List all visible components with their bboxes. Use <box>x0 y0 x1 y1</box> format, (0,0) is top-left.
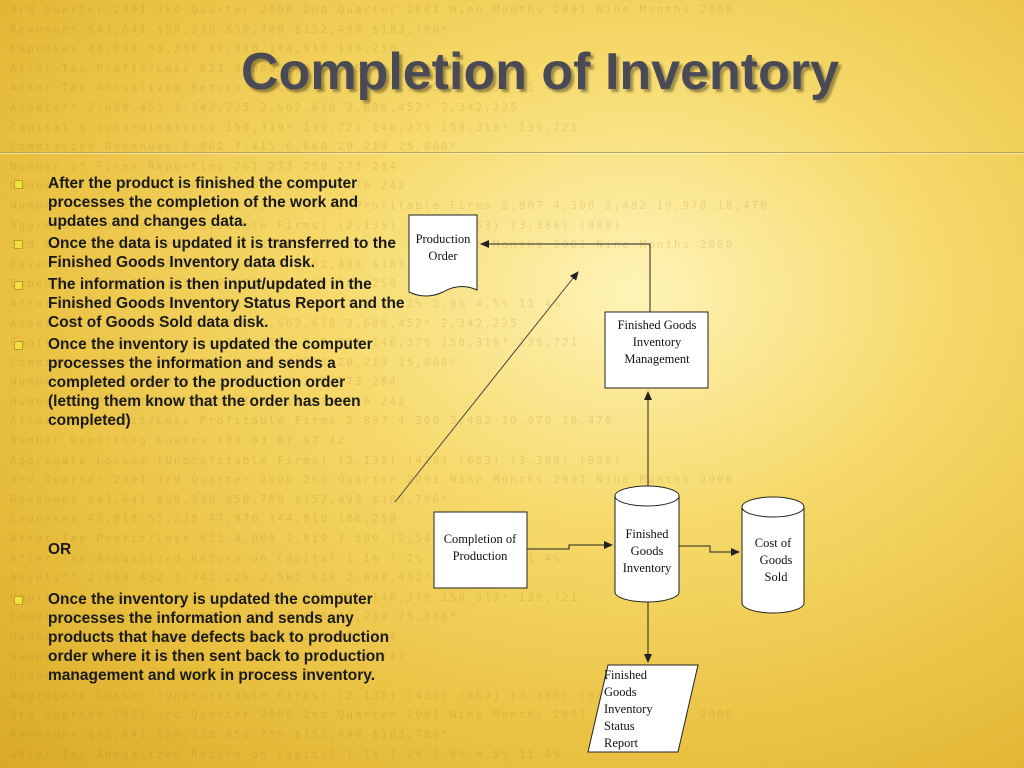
bullet-text: Once the data is updated it is transferr… <box>48 235 396 271</box>
background-text-line: Assets** 2,680,452 2,342,225 2,562,618 2… <box>10 316 519 330</box>
background-text-line: After-Tax Annualized Return on Capital 1… <box>10 747 562 761</box>
fgi-management-label-2: Inventory <box>633 335 682 349</box>
background-text-line: Revenues $43,641 $59,338 $50,789 $152,49… <box>10 22 450 36</box>
background-text-line: After-Tax Annualized Return on Capital 1… <box>10 551 562 565</box>
background-text-line: Number of Firms Reporting 261 273 258 27… <box>10 375 399 389</box>
fgi-disk-node: Finished Goods Inventory <box>614 485 680 603</box>
fgi-status-report-label-1: Finished <box>604 668 648 682</box>
cogs-disk-label-1: Cost of <box>755 536 792 550</box>
title-divider <box>0 152 1024 153</box>
arrow-completion-to-fgi <box>527 541 613 550</box>
completion-of-production-label-2: Production <box>453 549 509 563</box>
bullet-text: The information is then input/updated in… <box>48 276 405 331</box>
background-text-line: Number of Profitable Firms 158 210 171 1… <box>10 649 407 663</box>
background-text-line: Expenses 43,018 55,338 47,970 144,910 18… <box>10 42 399 56</box>
arrow-fgi-to-cogs <box>679 545 740 556</box>
fgi-status-report-label-2: Goods <box>604 685 637 699</box>
fgi-status-report-label-3: Inventory <box>604 702 653 716</box>
background-text-line: After-Tax Annualized Return on Capital 1… <box>10 296 562 310</box>
bullet-list: After the product is finished the comput… <box>12 174 412 433</box>
background-text-line: Assets** 2,680,452 2,342,225 2,562,618 2… <box>10 571 519 585</box>
background-text-line: Aggregate Losses (Unprofitable Firms) (2… <box>10 688 623 702</box>
arrow-text-to-diagram <box>394 271 579 503</box>
bullet-square-icon <box>14 596 23 605</box>
bullet-item: Once the data is updated it is transferr… <box>12 234 412 272</box>
background-text-line: Number Reporting Losses 103 63 87 97 42 <box>10 434 347 448</box>
or-label: OR <box>48 541 72 558</box>
completion-of-production-node: Completion of Production <box>433 511 528 589</box>
background-text-line: Aggregate Losses (Unprofitable Firms) (2… <box>10 453 623 467</box>
fgi-management-node: Finished Goods Inventory Management <box>604 311 709 389</box>
background-text-line: Number Reporting Losses 103 63 87 97 42 … <box>10 198 769 212</box>
completion-of-production-label-1: Completion of <box>444 532 517 546</box>
bullet-item: Once the inventory is updated the comput… <box>12 590 412 685</box>
bullet-square-icon <box>14 180 23 189</box>
background-text-line: Expenses 43,018 55,338 47,970 144,910 18… <box>10 512 399 526</box>
bullet-square-icon <box>14 281 23 290</box>
arrow-management-to-production-order <box>480 240 651 312</box>
background-text-line: 3rd Quarter 2001 3rd Quarter 2000 2nd Qu… <box>10 238 735 252</box>
background-text-line: Commission Revenues 6,062 7,415 6,668 20… <box>10 355 459 369</box>
background-text-line: Revenues $43,641 $59,338 $50,789 $152,49… <box>10 727 450 741</box>
background-text-line: 3rd Quarter 2001 3rd Quarter 2000 2nd Qu… <box>10 3 735 16</box>
production-order-node: Production Order <box>408 214 478 297</box>
bullet-text: Once the inventory is updated the comput… <box>48 591 390 684</box>
fgi-management-label-1: Finished Goods <box>618 318 697 332</box>
background-text-line: Assets** 2,680,452 2,342,225 2,562,618 2… <box>10 100 519 114</box>
cogs-disk-label-2: Goods <box>760 553 793 567</box>
fgi-disk-label-3: Inventory <box>623 561 672 575</box>
fgi-disk-label-2: Goods <box>631 544 664 558</box>
background-text-line: Capital & Subordinations 150,319* 139,72… <box>10 336 580 350</box>
background-text-line: Capital & Subordinations 150,319* 139,72… <box>10 120 580 134</box>
background-text-line: Number of Profitable Firms 158 210 171 1… <box>10 179 407 193</box>
fgi-status-report-label-4: Status <box>604 719 635 733</box>
bullet-item: The information is then input/updated in… <box>12 275 412 332</box>
bullet-item: After the product is finished the comput… <box>12 174 412 231</box>
background-text-line: Number of Firms Reporting 261 273 258 27… <box>10 630 399 643</box>
bullet-square-icon <box>14 240 23 249</box>
bullet-square-icon <box>14 341 23 350</box>
fgi-status-report-node: Finished Goods Inventory Status Report <box>587 664 699 753</box>
cogs-disk-node: Cost of Goods Sold <box>741 496 805 614</box>
background-text-line: After-Tax Profit/Loss 623 4,000 2,819 7,… <box>10 61 450 75</box>
background-text-line: Expenses 43,018 55,338 47,970 144,910 18… <box>10 277 399 291</box>
bullet-text: After the product is finished the comput… <box>48 175 359 230</box>
background-text-line: 3rd Quarter 2001 3rd Quarter 2000 2nd Qu… <box>10 473 735 487</box>
bullet-text-note: (letting them know that the order has be… <box>48 393 361 429</box>
slide-title: Completion of Inventory <box>241 43 839 101</box>
production-order-label-1: Production <box>416 232 472 246</box>
bullet-item: Once the inventory is updated the comput… <box>12 335 412 430</box>
background-text-line: After-Tax Annualized Return on Capital 1… <box>10 81 562 95</box>
background-text-line: Number of Firms Reporting 261 273 258 27… <box>10 159 399 173</box>
background-text-line: Number Reporting Losses 103 63 87 97 42 <box>10 669 347 683</box>
cogs-disk-label-3: Sold <box>765 570 789 584</box>
production-order-label-2: Order <box>428 249 458 263</box>
background-text-line: 3rd Quarter 2001 3rd Quarter 2000 2nd Qu… <box>10 708 735 722</box>
background-text-line: Commission Revenues 6,062 7,415 6,668 20… <box>10 610 459 624</box>
background-text-line: Commission Revenues 6,062 7,415 6,668 20… <box>10 140 459 154</box>
background-text-line: After-Tax Profit/Loss 623 4,000 2,819 7,… <box>10 532 450 546</box>
background-text-line: After-Tax Profit/Loss Profitable Firms 2… <box>10 414 614 428</box>
fgi-status-report-label-5: Report <box>604 736 639 750</box>
bullet-text: Once the inventory is updated the comput… <box>48 336 373 391</box>
background-text-line: Capital & Subordinations 150,319* 139,72… <box>10 590 580 604</box>
fgi-disk-label-1: Finished <box>625 527 669 541</box>
background-text-line: Revenues $43,641 $59,338 $50,789 $152,49… <box>10 492 450 506</box>
background-text-line: Revenues $43,641 $59,338 $50,789 $152,49… <box>10 257 450 271</box>
background-text-line: Number of Profitable Firms 158 210 171 1… <box>10 394 407 408</box>
bullet-list-secondary: Once the inventory is updated the comput… <box>12 590 412 685</box>
fgi-management-label-3: Management <box>624 352 690 366</box>
